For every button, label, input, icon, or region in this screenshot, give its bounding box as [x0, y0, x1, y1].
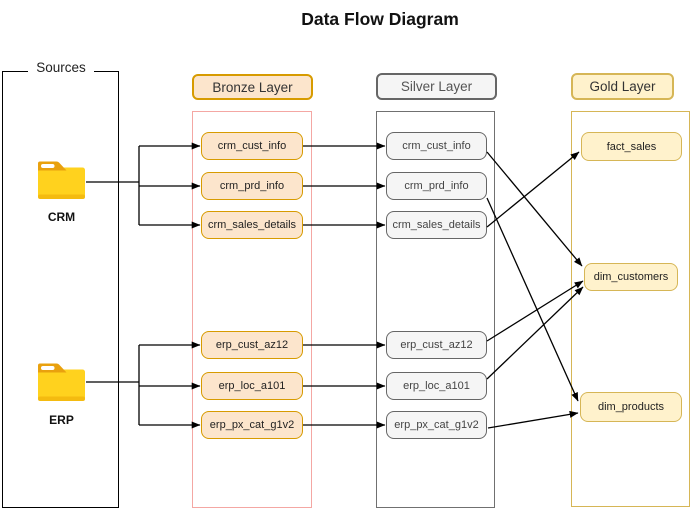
node-silver-crm_cust_info: crm_cust_info [386, 132, 487, 160]
source-system-crm: CRM [47, 210, 76, 224]
node-bronze-erp_px_cat_g1v2: erp_px_cat_g1v2 [201, 411, 303, 439]
folder-icon-crm [38, 161, 85, 199]
edge-erp_cust_az12-dim_customers [486, 280, 584, 342]
source-system-erp: ERP [49, 413, 74, 427]
gold-layer-frame [571, 111, 690, 507]
node-bronze-erp_loc_a101: erp_loc_a101 [201, 372, 303, 400]
node-gold-fact_sales: fact_sales [581, 132, 682, 161]
node-bronze-crm_sales_details: crm_sales_details [201, 211, 303, 239]
edge-erp_loc_a101-dim_customers [486, 286, 584, 380]
sources-group-frame [2, 71, 119, 508]
node-gold-dim_products: dim_products [580, 392, 682, 422]
edge-crm_prd_info-dim_products [486, 197, 579, 402]
silver-layer-frame [376, 111, 495, 508]
node-bronze-crm_prd_info: crm_prd_info [201, 172, 303, 200]
node-bronze-crm_cust_info: crm_cust_info [201, 132, 303, 160]
node-silver-crm_sales_details: crm_sales_details [386, 211, 487, 239]
node-bronze-erp_cust_az12: erp_cust_az12 [201, 331, 303, 359]
folder-icon [37, 159, 86, 202]
node-silver-erp_loc_a101: erp_loc_a101 [386, 372, 487, 400]
bronze-layer-header: Bronze Layer [192, 74, 313, 100]
node-silver-erp_px_cat_g1v2: erp_px_cat_g1v2 [386, 411, 487, 439]
page-title: Data Flow Diagram [301, 9, 459, 29]
silver-layer-header: Silver Layer [376, 73, 497, 100]
edge-erp_px_cat_g1v2-dim_products [487, 410, 579, 429]
edge-crm_cust_info-dim_customers [486, 151, 583, 267]
folder-icon-erp [38, 363, 85, 401]
folder-icon [37, 361, 86, 404]
node-silver-crm_prd_info: crm_prd_info [386, 172, 487, 200]
node-gold-dim_customers: dim_customers [584, 263, 678, 291]
gold-layer-header: Gold Layer [571, 73, 674, 100]
node-silver-erp_cust_az12: erp_cust_az12 [386, 331, 487, 359]
bronze-layer-frame [192, 111, 312, 508]
sources-group-label: Sources [28, 60, 94, 75]
edge-crm_sales_details-fact_sales [486, 151, 580, 228]
